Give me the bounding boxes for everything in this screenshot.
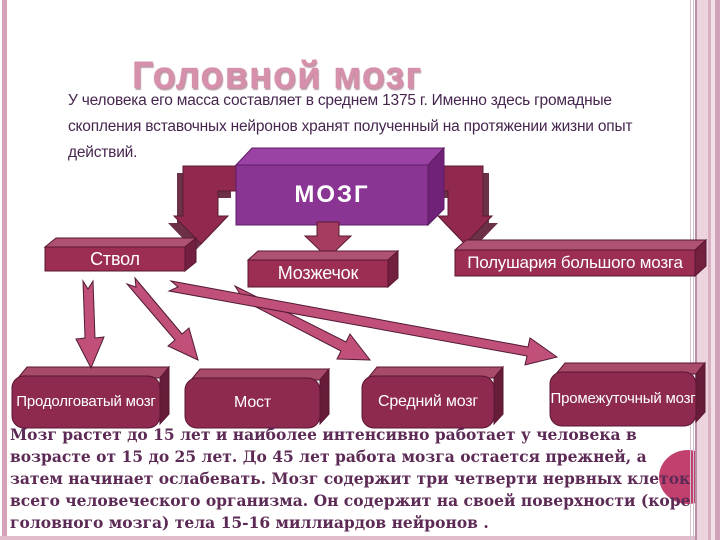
left-border-stripe [2,0,7,540]
node-sredny-label: Средний мозг [378,393,478,410]
node-stvol-label: Ствол [90,248,140,269]
node-mozg-label: МОЗГ [294,181,370,208]
node-promezhutochny-box [549,361,707,427]
node-polushariya-label: Полушария большого мозга [467,253,683,273]
node-mozzhechok-label: Мозжечок [277,263,359,284]
arrow-stvol-to-promezhutochny [167,280,559,366]
node-polushariya-box [453,238,708,278]
arrow-stvol-to-prodolgovaty [75,279,105,370]
node-prodolgovaty-label: Продолговатый мозг [16,392,156,410]
down-arrow [303,221,353,259]
intro-paragraph: У человека его масса составляет в средне… [68,92,633,161]
node-sredny-box [361,365,505,429]
bent-arrow-left [168,165,238,251]
slide-title: Головной мозг [132,55,423,98]
node-mozg-box [234,146,446,227]
node-mozzhechok-box [246,249,400,289]
arrow-stvol-to-most [125,276,199,361]
node-promezhutochny-label: Промежуточный мозг [550,389,696,407]
node-most-label: Мост [234,394,271,411]
node-stvol-box [43,236,198,273]
bottom-border-stripe [0,536,720,540]
node-prodolgovaty-box [11,365,171,429]
node-most-box [184,367,331,429]
footer-paragraph: Мозг растет до 15 лет и наиболее интенси… [10,425,691,532]
